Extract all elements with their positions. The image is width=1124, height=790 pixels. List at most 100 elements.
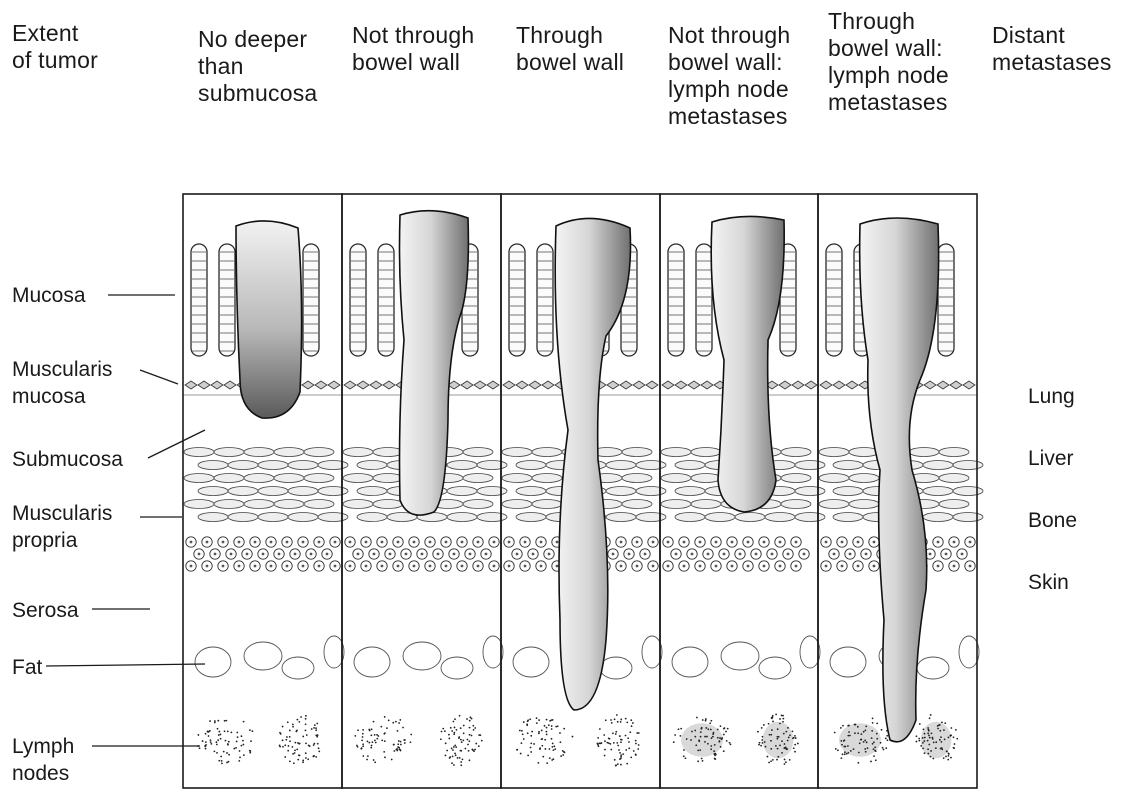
muscle-fiber [463, 448, 493, 457]
muscle-fiber [691, 448, 721, 457]
lymph-node-dot [531, 731, 533, 733]
lymph-node-dot [529, 718, 531, 720]
lymph-node-dot [793, 747, 795, 749]
lymph-node-dot [620, 741, 622, 743]
lymph-node-dot [404, 742, 406, 744]
muscle-nucleus [508, 541, 511, 544]
lymph-node-dot [279, 744, 281, 746]
muscle-nucleus [508, 565, 511, 568]
lymph-node-dot [940, 736, 942, 738]
lymph-node-dot [294, 749, 296, 751]
lymph-node-dot [772, 759, 774, 761]
lymph-node-dot [296, 748, 298, 750]
lymph-node-dot [924, 737, 926, 739]
muscle-fiber [288, 461, 318, 470]
muscle-fiber [675, 461, 705, 470]
lymph-node-dot [368, 729, 370, 731]
muscle-nucleus [612, 553, 615, 556]
lymph-node-dot [403, 739, 405, 741]
fat-cell [244, 642, 282, 670]
lymph-node-dot [620, 758, 622, 760]
lymph-node-dot [872, 717, 874, 719]
muscle-fiber [691, 474, 721, 483]
lymph-node-dot [205, 744, 207, 746]
lymph-node-dot [553, 758, 555, 760]
lymph-node-dot [630, 719, 632, 721]
muscle-nucleus [787, 553, 790, 556]
lymph-node-dot [771, 717, 773, 719]
lymph-node-dot [882, 747, 884, 749]
lymph-node-dot [702, 719, 704, 721]
lymph-node-dot [391, 759, 393, 761]
lymph-node-dot [238, 760, 240, 762]
lymph-node-dot [468, 740, 470, 742]
lymph-node-dot [454, 744, 456, 746]
lymph-node-dot [296, 730, 298, 732]
lymph-node-dot [635, 740, 637, 742]
muscle-nucleus [318, 565, 321, 568]
lymph-node-dot [864, 748, 866, 750]
lymph-node-dot [614, 759, 616, 761]
lymph-node-dot [377, 735, 379, 737]
lymph-node-dot [288, 745, 290, 747]
lymph-node-dot [717, 737, 719, 739]
muscularis-mucosa-cell [224, 381, 236, 389]
lymph-node-dot [530, 747, 532, 749]
lymph-node-dot [315, 756, 317, 758]
lymph-node-dot [279, 732, 281, 734]
lymph-node-dot [950, 727, 952, 729]
lymph-node-dot [702, 760, 704, 762]
muscle-nucleus [873, 541, 876, 544]
fat-cell [324, 636, 344, 668]
lymph-node-dot [761, 739, 763, 741]
muscle-fiber [244, 500, 274, 509]
lymph-node-dot [372, 741, 374, 743]
lymph-node-dot [410, 741, 412, 743]
lymph-node-dot [842, 753, 844, 755]
lymph-node-dot [453, 721, 455, 723]
lymph-node-dot [785, 731, 787, 733]
muscle-nucleus [206, 541, 209, 544]
muscle-nucleus [825, 541, 828, 544]
lymph-node-dot [243, 721, 245, 723]
muscle-fiber [923, 487, 953, 496]
lymph-node-dot [305, 729, 307, 731]
lymph-node-dot [282, 739, 284, 741]
lymph-node-dot [881, 729, 883, 731]
muscle-fiber [502, 448, 532, 457]
lymph-node-dot [459, 715, 461, 717]
lymph-node-dot [541, 730, 543, 732]
lymph-node-dot [939, 724, 941, 726]
lymph-node-dot [516, 749, 518, 751]
lymph-node-dot [929, 737, 931, 739]
lymph-node-dot [931, 732, 933, 734]
lymph-node-dot [930, 756, 932, 758]
lymph-node-dot [388, 719, 390, 721]
lymph-node-dot [875, 759, 877, 761]
lymph-node-dot [220, 734, 222, 736]
lymph-node-dot [302, 736, 304, 738]
lymph-node-dot [924, 752, 926, 754]
lymph-node-dot [230, 731, 232, 733]
muscle-fiber [532, 448, 562, 457]
muscularis-mucosa-cell [302, 381, 314, 389]
lymph-node-dot [603, 734, 605, 736]
lymph-node-dot [458, 736, 460, 738]
lymph-node-dot [317, 734, 319, 736]
lymph-node-dot [775, 745, 777, 747]
lymph-node-dot [697, 750, 699, 752]
lymph-node-dot [940, 741, 942, 743]
muscle-fiber [258, 461, 288, 470]
lymph-node-dot [545, 731, 547, 733]
lymph-node-dot [479, 734, 481, 736]
lymph-node-dot [197, 734, 199, 736]
muscle-nucleus [795, 541, 798, 544]
lymph-node-dot [864, 729, 866, 731]
lymph-node-dot [598, 742, 600, 744]
lymph-node-dot [860, 733, 862, 735]
lymph-node-dot [620, 764, 622, 766]
lymph-node-dot [226, 752, 228, 754]
muscle-fiber [228, 487, 258, 496]
muscularis-mucosa-cell [646, 381, 658, 389]
lymph-node-dot [779, 718, 781, 720]
